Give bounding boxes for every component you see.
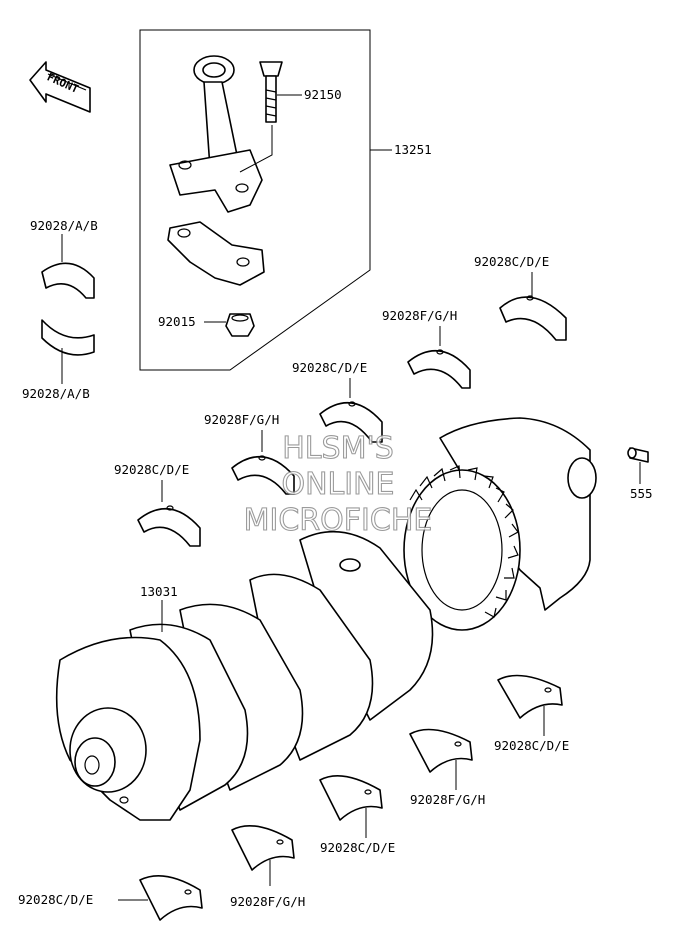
bearing-shell-fgh-lr [409,728,473,773]
bearing-shell-cde-left [137,505,201,547]
crankshaft [55,417,597,821]
label-bearing-cde-lr: 92028C/D/E [494,738,569,753]
rod-nut [225,313,255,337]
label-rod-assembly: 13251 [394,142,432,157]
bearing-shell-cde-lc [319,774,383,821]
bearing-shell-fgh-right [407,349,471,389]
bearing-shell-cde-ll [139,874,203,921]
watermark-line-3: MICROFICHE [244,503,433,538]
label-pin: 555 [630,486,653,501]
connecting-rod-upper [169,55,263,213]
connecting-rod-cap [167,221,265,286]
bearing-shell-cde-lr [497,674,563,719]
bearing-shell-fgh-left [231,455,295,495]
bearing-shell-fgh-lc [231,824,295,871]
front-arrow-icon: FRONT [29,61,91,113]
label-bearing-main-right: 92028C/D/E [474,254,549,269]
bearing-shell-tl-top [41,262,95,299]
label-bearing-tl-bottom: 92028/A/B [22,386,90,401]
label-bearing-cde-mid: 92028C/D/E [292,360,367,375]
crank-gear [403,465,521,631]
watermark: HLSM'S ONLINE MICROFICHE [243,430,433,538]
label-crankshaft: 13031 [140,584,178,599]
label-bearing-fgh-lc: 92028F/G/H [230,894,305,909]
bearing-shell-main-right [499,295,567,341]
label-bearing-tl-top: 92028/A/B [30,218,98,233]
bearing-shell-cde-mid [319,401,383,443]
label-bearing-fgh-lr: 92028F/G/H [410,792,485,807]
label-bolt: 92150 [304,87,342,102]
label-nut: 92015 [158,314,196,329]
watermark-line-1: HLSM'S [282,431,394,466]
label-bearing-cde-ll: 92028C/D/E [18,892,93,907]
bearing-shell-tl-bottom [41,319,95,356]
label-bearing-fgh-left: 92028F/G/H [204,412,279,427]
dowel-pin [627,447,649,463]
watermark-line-2: ONLINE [281,467,394,502]
label-bearing-cde-lc: 92028C/D/E [320,840,395,855]
label-bearing-fgh-right: 92028F/G/H [382,308,457,323]
rod-assembly-box [139,29,371,371]
label-bearing-cde-left: 92028C/D/E [114,462,189,477]
rod-bolt [259,61,283,123]
